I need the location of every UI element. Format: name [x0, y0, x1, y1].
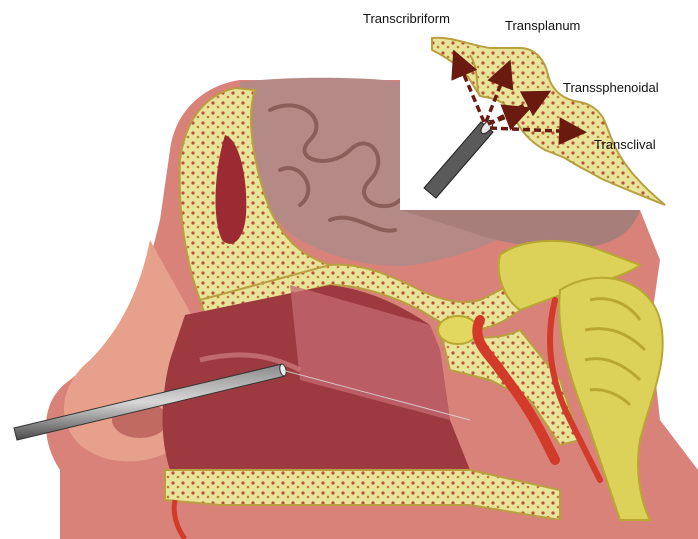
label-transcribriform: Transcribriform: [363, 11, 450, 26]
label-transclival: Transclival: [594, 137, 656, 152]
label-transsphenoidal: Transsphenoidal: [563, 80, 659, 95]
approaches-inset: Transcribriform Transplanum Transsphenoi…: [363, 0, 698, 210]
label-transplanum: Transplanum: [505, 18, 580, 33]
pituitary-gland: [438, 316, 478, 344]
